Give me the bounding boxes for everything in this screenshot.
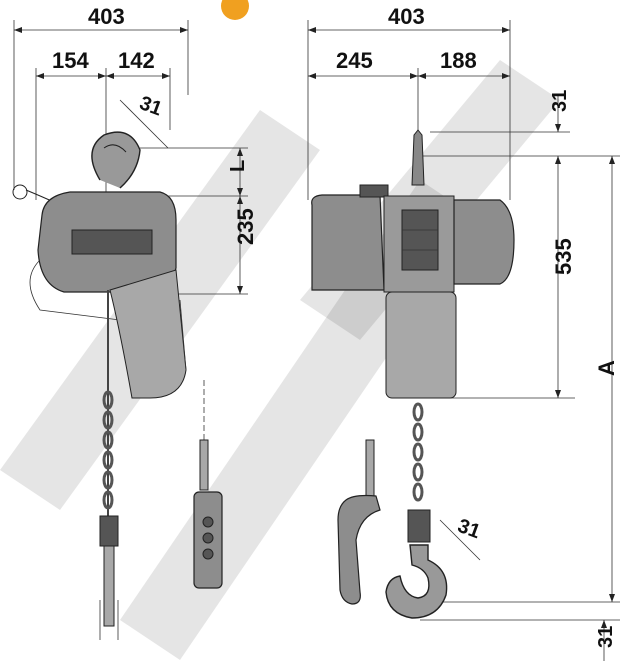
chain-container <box>385 291 457 399</box>
dim-left-154: 154 <box>52 48 89 73</box>
chain-right <box>407 402 431 543</box>
top-hook <box>91 131 141 189</box>
left-view: 403 154 142 31 L 235 <box>12 4 258 640</box>
dim-left-142: 142 <box>118 48 155 73</box>
logo-mark <box>221 0 249 20</box>
hoist-body-front <box>311 194 385 291</box>
watermark <box>0 60 560 660</box>
bottom-hook <box>385 544 448 619</box>
pendant-handle <box>337 494 381 605</box>
dim-right-245: 245 <box>336 48 373 73</box>
dim-bottom-31: 31 <box>595 626 617 648</box>
dim-hook-31-left: 31 <box>136 92 164 120</box>
dim-right-188: 188 <box>440 48 477 73</box>
right-view: 403 245 188 31 535 A 31 <box>307 4 620 661</box>
dim-overall-width-left: 403 <box>88 4 125 29</box>
chain-left <box>99 290 119 627</box>
top-suspension <box>411 129 425 186</box>
dim-top-31: 31 <box>549 90 571 112</box>
dim-L: L <box>227 160 249 172</box>
dim-535: 535 <box>551 238 576 275</box>
dim-overall-width-right: 403 <box>388 4 425 29</box>
dim-235: 235 <box>233 208 258 245</box>
dim-A: A <box>594 360 619 376</box>
